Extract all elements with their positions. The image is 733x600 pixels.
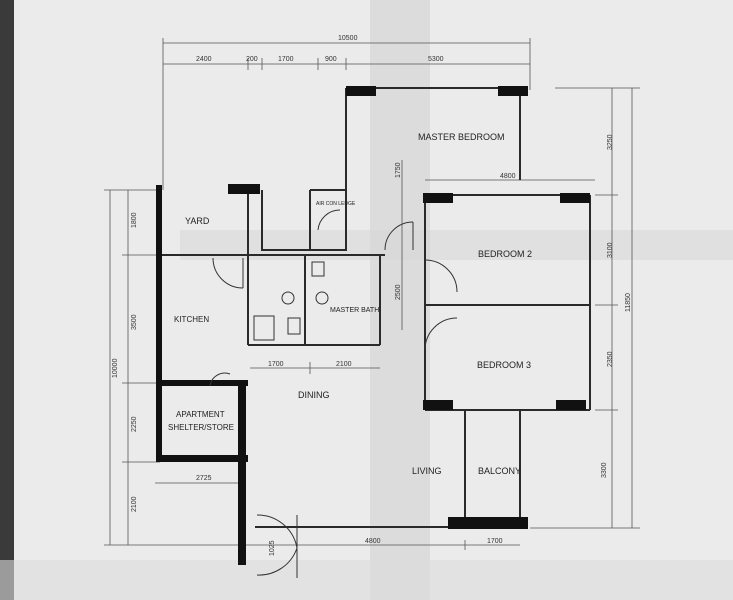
room-dining: DINING [298,390,330,400]
room-yard: YARD [185,216,210,226]
dim-left-3500: 3500 [131,314,138,330]
dim-top-1700: 1700 [278,56,294,63]
dim-right-3250: 3250 [607,134,614,150]
room-aircon-ledge: AIR CON LEDGE [316,201,356,207]
dim-bot-1700: 1700 [487,538,503,545]
room-master-bath: MASTER BATH [330,307,379,314]
dim-right-2350: 2350 [607,351,614,367]
toilet-icon [281,291,295,305]
basin-icon [287,317,301,335]
room-balcony: BALCONY [478,466,521,476]
walls-thick [156,86,590,565]
dim-mid-1750: 1750 [395,162,402,178]
room-bedroom-3: BEDROOM 3 [477,360,531,370]
door-swings [209,209,458,578]
room-labels: MASTER BEDROOM YARD AIR CON LEDGE BEDROO… [168,132,532,476]
dim-left-1800: 1800 [131,212,138,228]
dim-bath-1700: 1700 [268,361,284,368]
dim-left-2100: 2100 [131,496,138,512]
dim-top-2400: 2400 [196,56,212,63]
dim-right-3300: 3300 [601,462,608,478]
basin-icon [311,261,325,277]
room-shelter-line1: APARTMENT [176,410,225,419]
dim-bath-2100: 2100 [336,361,352,368]
dim-bot-4800: 4800 [365,538,381,545]
dim-top-5300: 5300 [428,56,444,63]
dim-left-2250: 2250 [131,416,138,432]
room-bedroom-2: BEDROOM 2 [478,249,532,259]
dim-top-900: 900 [325,56,337,63]
dim-shelter-2725: 2725 [196,475,212,482]
room-master-bedroom: MASTER BEDROOM [418,132,505,142]
dim-right-3100: 3100 [607,242,614,258]
dim-top-total: 10500 [338,35,358,42]
dim-mid-4800: 4800 [500,173,516,180]
dim-mid-2500: 2500 [395,284,402,300]
dimension-lines [104,38,640,550]
dim-top-200: 200 [246,56,258,63]
dim-right-total: 11850 [625,293,632,312]
dim-entry-1025: 1025 [269,540,276,556]
shower-tray [253,315,275,341]
bath-fixtures [253,261,329,341]
room-kitchen: KITCHEN [174,315,209,324]
toilet-icon [315,291,329,305]
dim-left-total: 10000 [112,358,119,378]
room-living: LIVING [412,466,442,476]
room-shelter-line2: SHELTER/STORE [168,423,234,432]
dimension-labels: 10500 2400 200 1700 900 5300 4800 1750 1… [112,35,632,556]
